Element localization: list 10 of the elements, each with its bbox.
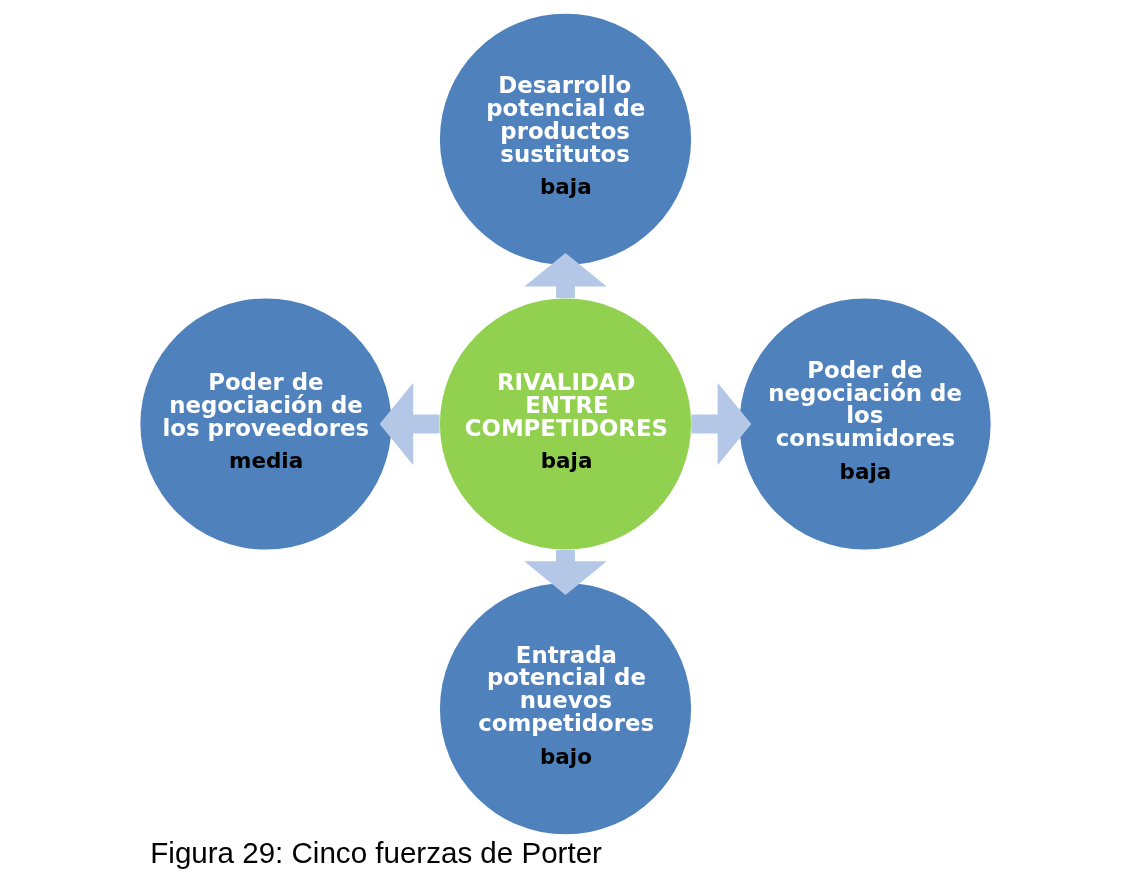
caption: Figura 29: Cinco fuerzas de Porter — [150, 836, 602, 870]
arrow — [524, 549, 607, 595]
arrow — [379, 382, 440, 466]
node-circle: Desarrollo potencial de productos sustitutos baja — [439, 13, 692, 265]
node-circle: Poder de negociación de los consumidores baja — [739, 298, 991, 550]
node-circle: RIVALIDAD ENTRE COMPETIDORES baja — [439, 298, 692, 550]
node-circle: Poder de negociación de los proveedores media — [140, 298, 392, 550]
node-circle: Entrada potencial de nuevos competidores bajo — [439, 583, 692, 835]
arrow — [524, 253, 607, 299]
arrow — [691, 382, 752, 466]
